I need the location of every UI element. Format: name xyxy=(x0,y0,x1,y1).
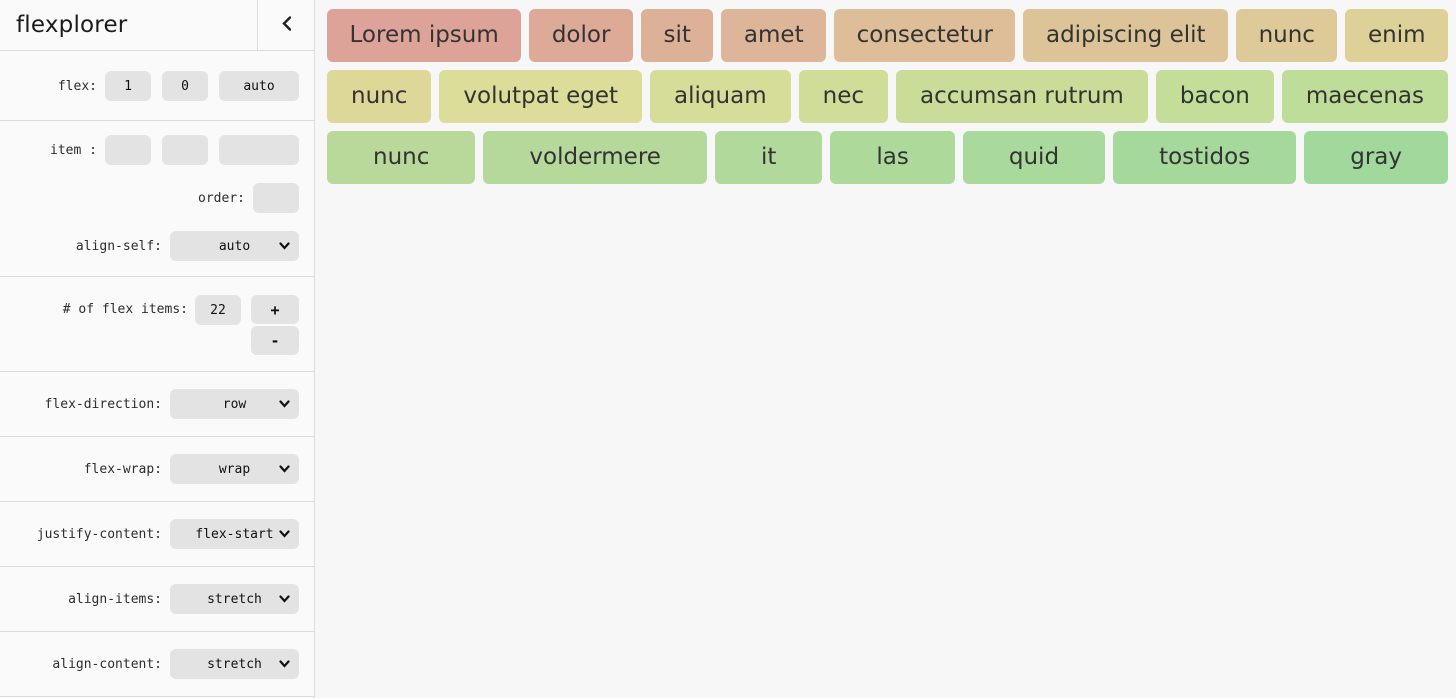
flex-basis-input[interactable] xyxy=(219,71,299,101)
chevron-down-icon xyxy=(279,242,290,250)
justify-content-label: justify-content: xyxy=(36,526,162,542)
sidebar: flexplorer flex: item : xyxy=(0,0,315,698)
flex-item[interactable]: gray xyxy=(1304,131,1448,184)
item-grow-input[interactable] xyxy=(105,135,151,165)
flex-item[interactable]: aliquam xyxy=(650,70,791,123)
chevron-left-icon xyxy=(281,16,291,34)
flex-items-count-input[interactable] xyxy=(195,295,241,325)
align-items-value: stretch xyxy=(207,591,262,607)
sidebar-header: flexplorer xyxy=(0,0,314,51)
flex-item[interactable]: enim xyxy=(1345,9,1449,62)
item-basis-input[interactable] xyxy=(219,135,299,165)
flex-item[interactable]: tostidos xyxy=(1113,131,1297,184)
align-self-label: align-self: xyxy=(75,238,162,254)
flex-item[interactable]: adipiscing elit xyxy=(1023,9,1229,62)
flex-direction-label: flex-direction: xyxy=(44,396,162,412)
flex-label: flex: xyxy=(57,78,97,94)
flex-direction-section: flex-direction: row xyxy=(0,372,314,437)
flex-wrap-select[interactable]: wrap xyxy=(170,454,299,484)
flex-item[interactable]: quid xyxy=(962,131,1106,184)
flex-item[interactable]: las xyxy=(830,131,955,184)
flex-item[interactable]: accumsan rutrum xyxy=(896,70,1148,123)
align-self-select[interactable]: auto xyxy=(170,231,299,261)
flex-wrap-value: wrap xyxy=(218,461,251,477)
chevron-down-icon xyxy=(279,660,290,668)
chevron-down-icon xyxy=(279,595,290,603)
collapse-sidebar-button[interactable] xyxy=(257,0,314,50)
decrement-items-button[interactable]: - xyxy=(251,326,299,355)
flex-item[interactable]: volutpat eget xyxy=(439,70,643,123)
flex-item[interactable]: amet xyxy=(721,9,827,62)
flex-item[interactable]: sit xyxy=(640,9,714,62)
flex-item[interactable]: nunc xyxy=(327,70,432,123)
justify-content-value: flex-start xyxy=(195,526,274,542)
align-items-select[interactable]: stretch xyxy=(170,584,299,614)
flex-item[interactable]: maecenas xyxy=(1281,70,1448,123)
increment-items-button[interactable]: + xyxy=(251,295,299,324)
align-self-value: auto xyxy=(218,238,251,254)
chevron-down-icon xyxy=(279,465,290,473)
flex-item[interactable]: nec xyxy=(798,70,889,123)
item-section: item : order: align-self: auto xyxy=(0,121,314,277)
flex-item[interactable]: nunc xyxy=(327,131,476,184)
flex-direction-value: row xyxy=(222,396,247,412)
flex-wrap-label: flex-wrap: xyxy=(83,461,162,477)
align-items-section: align-items: stretch xyxy=(0,567,314,632)
flex-item[interactable]: bacon xyxy=(1155,70,1274,123)
flex-shrink-input[interactable] xyxy=(162,71,208,101)
order-input[interactable] xyxy=(253,183,299,213)
flex-items-count-section: # of flex items: + - xyxy=(0,277,314,372)
flex-item[interactable]: consectetur xyxy=(834,9,1016,62)
align-content-section: align-content: stretch xyxy=(0,632,314,697)
align-content-value: stretch xyxy=(207,656,262,672)
flex-item[interactable]: it xyxy=(714,131,823,184)
align-items-label: align-items: xyxy=(68,591,162,607)
flex-item[interactable]: voldermere xyxy=(483,131,707,184)
chevron-down-icon xyxy=(279,530,290,538)
flex-grow-input[interactable] xyxy=(105,71,151,101)
order-label: order: xyxy=(198,190,245,206)
align-content-label: align-content: xyxy=(52,656,162,672)
flex-shorthand-section: flex: xyxy=(0,51,314,121)
flex-wrap-section: flex-wrap: wrap xyxy=(0,437,314,502)
flex-item[interactable]: dolor xyxy=(529,9,633,62)
item-label: item : xyxy=(50,142,97,158)
justify-content-select[interactable]: flex-start xyxy=(170,519,299,549)
item-shrink-input[interactable] xyxy=(162,135,208,165)
app-title: flexplorer xyxy=(16,12,128,38)
flex-direction-select[interactable]: row xyxy=(170,389,299,419)
chevron-down-icon xyxy=(279,400,290,408)
flex-item[interactable]: Lorem ipsum xyxy=(327,9,522,62)
flex-items-count-label: # of flex items: xyxy=(62,302,188,317)
align-content-select[interactable]: stretch xyxy=(170,649,299,679)
justify-content-section: justify-content: flex-start xyxy=(0,502,314,567)
flex-item[interactable]: nunc xyxy=(1236,9,1338,62)
